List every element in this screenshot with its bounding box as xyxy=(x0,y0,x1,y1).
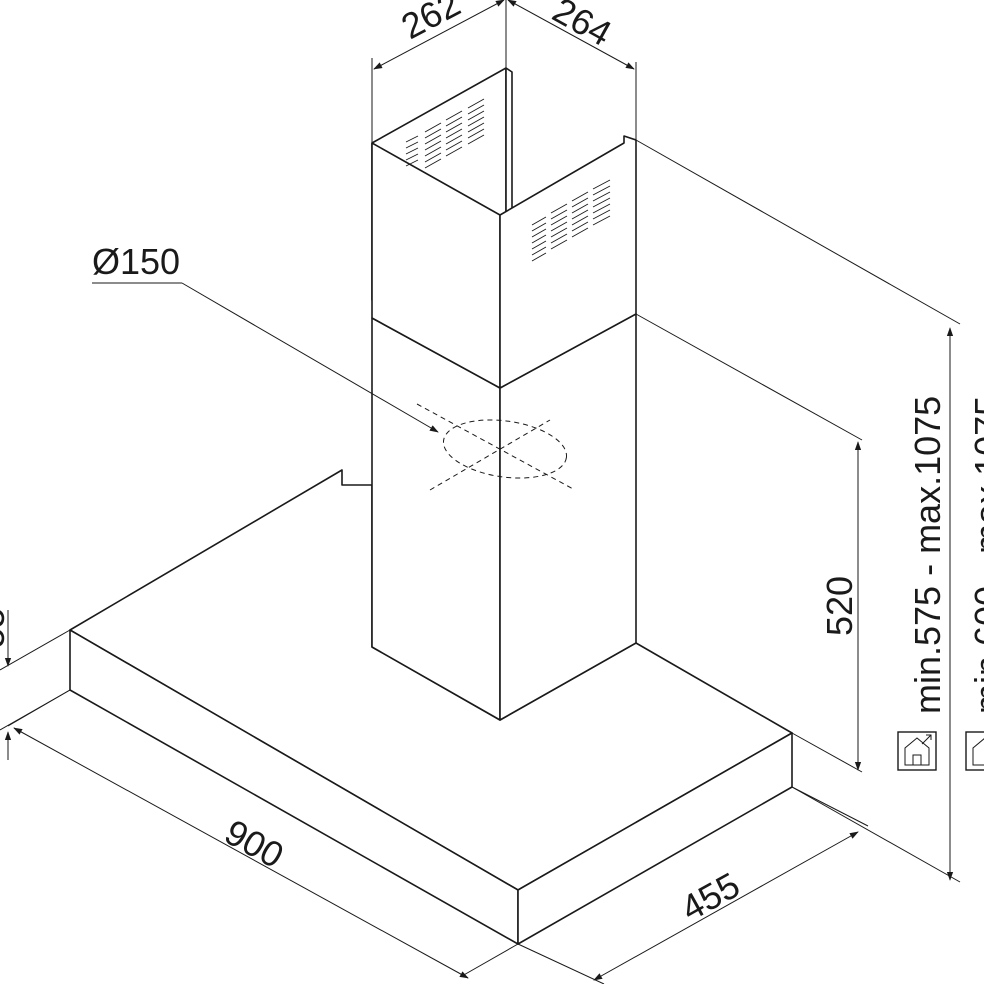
house-arrow-icon xyxy=(965,731,984,771)
upper-chimney xyxy=(371,67,637,389)
dim-hood-depth xyxy=(517,786,869,984)
dim-chimney-width-label: 264 xyxy=(546,0,618,54)
dim-hood-width xyxy=(7,689,519,979)
dim-chimney-depth-label: 262 xyxy=(395,0,467,47)
dim-chimney-top xyxy=(371,0,637,143)
dim-duct-diameter-label: Ø150 xyxy=(92,241,180,282)
upper-chimney-back-right-face xyxy=(505,67,513,223)
dim-duct-callout xyxy=(92,282,439,433)
lower-chimney xyxy=(371,313,637,721)
vent-slots-back xyxy=(405,98,485,169)
vent-slots-front xyxy=(531,179,611,262)
dim-hood-width-label: 900 xyxy=(218,811,290,876)
dim-lower-chimney-height xyxy=(635,313,863,773)
dim-height-range-extraction-label: min.600 - max.1075 xyxy=(967,396,984,714)
dim-lower-chimney-height-label: 520 xyxy=(819,576,860,636)
dim-height-range-recirculation-label: min.575 - max.1075 xyxy=(907,396,948,714)
dim-hood-depth-label: 455 xyxy=(674,864,746,929)
house-arrow-icon xyxy=(897,731,937,771)
dim-overall-height xyxy=(635,139,961,883)
dim-canopy-thickness-label: 55 xyxy=(0,608,12,648)
duct-outlet-hidden xyxy=(416,403,576,491)
